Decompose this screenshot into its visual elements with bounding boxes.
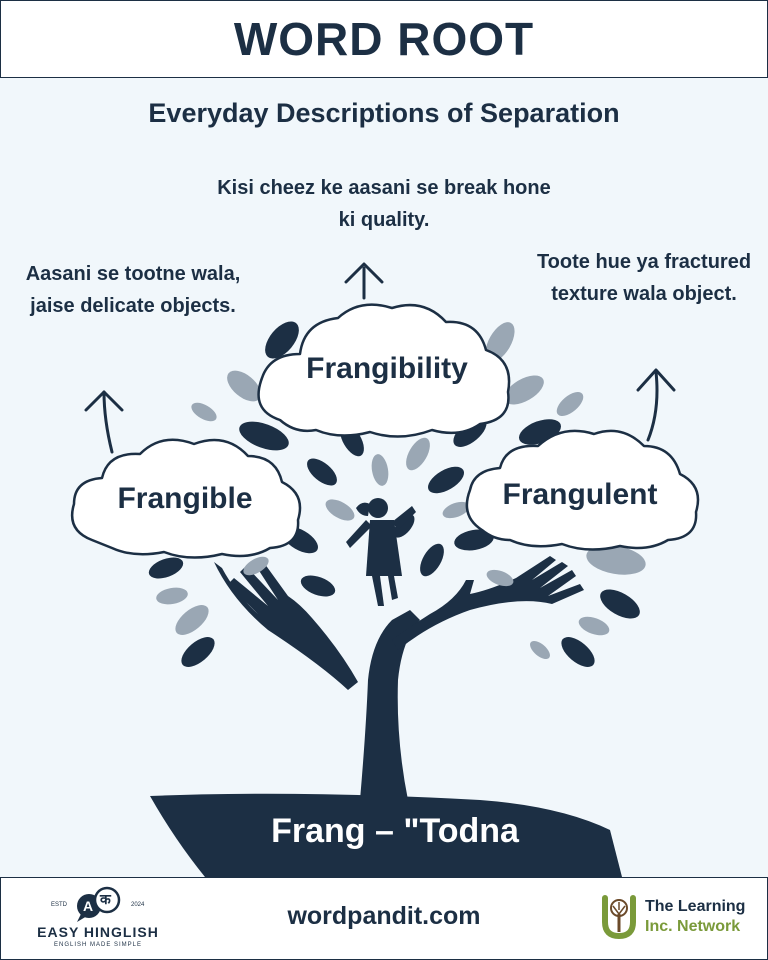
right-hand [392, 556, 584, 650]
cloud-left [70, 438, 302, 559]
word-frangible: Frangible [117, 482, 253, 515]
tree-trunk [360, 610, 420, 800]
child-figure [346, 498, 416, 606]
cloud-right [465, 429, 700, 551]
root-word: Frang – "Todna [271, 812, 519, 850]
arrow-up-left [84, 390, 124, 454]
logo-estd: ESTD [51, 902, 68, 908]
easy-hinglish-logo: A क ESTD 2024 EASY HINGLISH ENGLISH MADE… [23, 884, 173, 952]
ground-mound [150, 793, 622, 877]
learning-line1: The Learning [645, 898, 746, 915]
header-banner: WORD ROOT [0, 0, 768, 78]
logo-tagline: ENGLISH MADE SIMPLE [53, 942, 143, 948]
logo-letter-k: क [100, 892, 111, 908]
description-left: Aasani se tootne wala, jaise delicate ob… [25, 263, 241, 317]
footer: A क ESTD 2024 EASY HINGLISH ENGLISH MADE… [0, 877, 768, 960]
description-right: Toote hue ya fractured texture wala obje… [536, 251, 752, 305]
tree-logo-icon [602, 895, 636, 940]
logo-year: 2024 [131, 902, 145, 908]
cloud-center [257, 303, 511, 438]
logo-name: EASY HINGLISH [37, 924, 159, 940]
subtitle: Everyday Descriptions of Separation [148, 98, 620, 128]
website-link[interactable]: wordpandit.com [287, 902, 481, 930]
arrow-up-center [344, 262, 384, 300]
speech-bubbles-icon [77, 886, 121, 922]
description-top: Kisi cheez ke aasani se break hone ki qu… [217, 177, 551, 231]
left-hand [214, 560, 358, 690]
word-frangibility: Frangibility [306, 352, 468, 385]
logo-letter-a: A [83, 898, 94, 914]
learning-line2: Inc. Network [645, 918, 741, 935]
word-frangulent: Frangulent [502, 478, 658, 511]
learning-network-logo: The Learning Inc. Network [597, 892, 765, 942]
page-title: WORD ROOT [233, 13, 535, 65]
arrow-up-right [636, 368, 676, 442]
